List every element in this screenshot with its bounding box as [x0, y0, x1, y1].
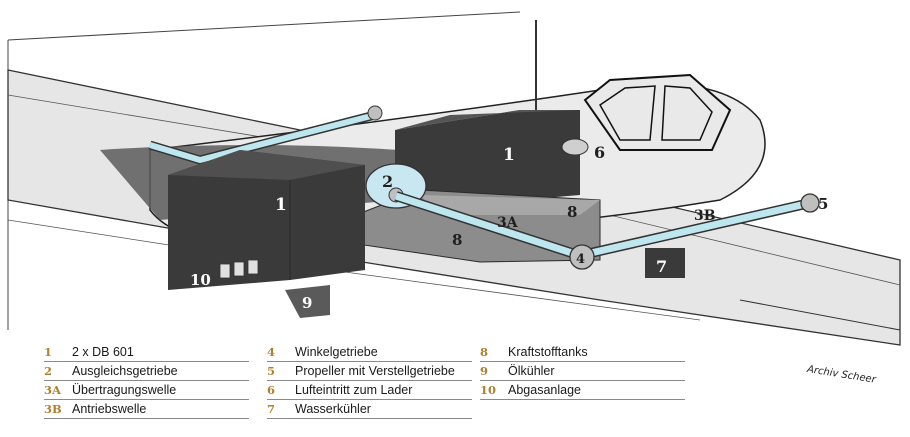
legend-row: 4 Winkelgetriebe	[267, 344, 472, 362]
label-angle-gear: 4	[576, 252, 585, 267]
legend-text: Lufteintritt zum Lader	[295, 382, 472, 399]
legend-text: Antriebswelle	[72, 401, 249, 418]
legend-text: Kraftstofftanks	[508, 344, 685, 361]
label-water-cooler: 7	[656, 257, 667, 276]
label-gearbox: 2	[382, 172, 393, 191]
legend-text: 2 x DB 601	[72, 344, 249, 361]
air-intake	[562, 139, 588, 155]
legend-row: 7 Wasserkühler	[267, 401, 472, 419]
legend-row: 3B Antriebswelle	[44, 401, 249, 419]
legend-number: 4	[267, 344, 295, 361]
legend-number: 3A	[44, 382, 72, 399]
legend-number: 10	[480, 382, 508, 399]
legend-row: 1 2 x DB 601	[44, 344, 249, 362]
legend-row: 10 Abgasanlage	[480, 382, 685, 400]
legend-row: 8 Kraftstofftanks	[480, 344, 685, 362]
exhaust-stack-3	[248, 260, 258, 274]
legend-number: 2	[44, 363, 72, 380]
label-engine-right: 1	[503, 145, 515, 165]
legend-row: 9 Ölkühler	[480, 363, 685, 381]
legend-number: 6	[267, 382, 295, 399]
legend-text: Abgasanlage	[508, 382, 685, 399]
label-tank-left: 8	[452, 231, 462, 249]
legend-number: 7	[267, 401, 295, 418]
legend-row: 2 Ausgleichsgetriebe	[44, 363, 249, 381]
legend-number: 1	[44, 344, 72, 361]
legend-number: 8	[480, 344, 508, 361]
legend-row: 3A Übertragungswelle	[44, 382, 249, 400]
label-exhaust: 10	[190, 271, 211, 289]
legend-text: Winkelgetriebe	[295, 344, 472, 361]
legend-row: 6 Lufteintritt zum Lader	[267, 382, 472, 400]
legend-number: 5	[267, 363, 295, 380]
legend-text: Wasserkühler	[295, 401, 472, 418]
propeller-hub	[801, 194, 819, 212]
label-tank-right: 8	[567, 203, 577, 221]
label-air-intake: 6	[594, 143, 605, 162]
label-shaft-drive: 3B	[694, 208, 716, 224]
legend-text: Übertragungswelle	[72, 382, 249, 399]
exhaust-stack-2	[234, 262, 244, 276]
exhaust-stack-1	[220, 264, 230, 278]
legend-number: 9	[480, 363, 508, 380]
label-propeller: 5	[818, 195, 828, 213]
label-engine-left: 1	[275, 195, 287, 215]
legend: 1 2 x DB 601 2 Ausgleichsgetriebe 3A Übe…	[44, 344, 644, 424]
frame-line-top	[8, 12, 520, 40]
legend-text: Ausgleichsgetriebe	[72, 363, 249, 380]
legend-text: Ölkühler	[508, 363, 685, 380]
legend-row: 5 Propeller mit Verstellgetriebe	[267, 363, 472, 381]
legend-number: 3B	[44, 401, 72, 418]
label-shaft-transfer: 3A	[497, 215, 519, 231]
upper-propeller-hub	[368, 106, 382, 120]
legend-text: Propeller mit Verstellgetriebe	[295, 363, 472, 380]
label-oil-cooler: 9	[302, 294, 312, 312]
